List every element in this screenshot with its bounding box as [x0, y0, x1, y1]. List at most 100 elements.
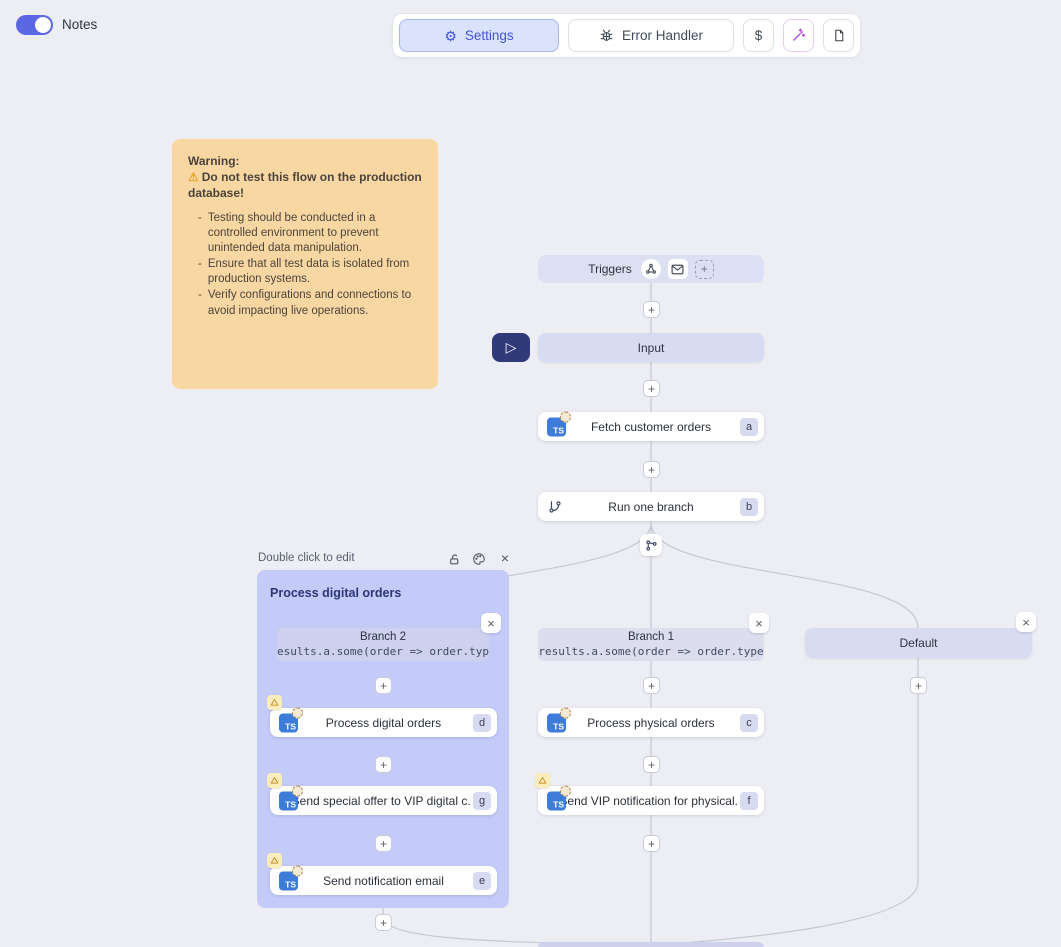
note-bullet-text: Ensure that all test data is isolated fr… — [208, 257, 422, 287]
branch-name: Branch 1 — [628, 630, 674, 645]
note-alert-text: Do not test this flow on the production … — [188, 170, 422, 200]
node-send-special-offer[interactable]: TS Send special offer to VIP digital c..… — [270, 786, 497, 815]
node-input[interactable]: Input — [538, 333, 764, 362]
step-id-badge: g — [473, 792, 491, 810]
step-label: Process digital orders — [302, 708, 465, 737]
settings-button-label: Settings — [465, 28, 514, 43]
branch-expression: results.a.some(order => order.type — [538, 645, 763, 659]
insert-step-button[interactable]: + — [643, 461, 660, 478]
branch-expression: results.a.some(order => order.type — [277, 645, 489, 659]
insert-step-button[interactable]: + — [910, 677, 927, 694]
lock-icon[interactable] — [446, 551, 462, 567]
step-id-badge: e — [473, 872, 491, 890]
branch2-node[interactable]: Branch 2 results.a.some(order => order.t… — [277, 628, 489, 661]
bullet-marker: - — [198, 211, 202, 257]
flow-toolbar: ⚙ Settings Error Handler $ — [392, 13, 861, 58]
step-id-badge: f — [740, 792, 758, 810]
bullet-marker: - — [198, 257, 202, 287]
step-id-badge: a — [740, 418, 758, 436]
node-fetch-customer-orders[interactable]: TS Fetch customer orders a — [538, 412, 764, 441]
close-group-icon[interactable]: × — [497, 550, 513, 566]
branch-split-icon[interactable] — [640, 534, 662, 556]
webhook-icon[interactable] — [641, 259, 661, 279]
step-label: Send special offer to VIP digital c... — [298, 786, 471, 815]
node-process-digital-orders[interactable]: TS Process digital orders d — [270, 708, 497, 737]
insert-step-button[interactable]: + — [643, 301, 660, 318]
add-trigger-button[interactable]: + — [695, 260, 714, 279]
typescript-icon: TS — [279, 791, 298, 810]
error-handler-button[interactable]: Error Handler — [568, 19, 734, 52]
node-send-notification-email[interactable]: TS Send notification email e — [270, 866, 497, 895]
group-title: Process digital orders — [270, 586, 401, 600]
branch-name: Branch 2 — [360, 630, 406, 645]
bug-icon — [599, 28, 614, 43]
typescript-icon: TS — [547, 791, 566, 810]
warning-badge — [267, 853, 282, 868]
delete-branch2-button[interactable]: × — [481, 613, 501, 633]
settings-button[interactable]: ⚙ Settings — [399, 19, 559, 52]
insert-step-button[interactable]: + — [643, 835, 660, 852]
triggers-bar[interactable]: Triggers + — [538, 255, 764, 283]
default-branch-node[interactable]: Default — [805, 628, 1032, 658]
branch1-node[interactable]: Branch 1 results.a.some(order => order.t… — [538, 628, 764, 661]
palette-icon[interactable] — [471, 551, 487, 567]
bullet-marker: - — [198, 288, 202, 318]
note-bullet-text: Verify configurations and connections to… — [208, 288, 422, 318]
step-id-badge: b — [740, 498, 758, 516]
group-edit-hint: Double click to edit — [258, 552, 355, 564]
document-button[interactable] — [823, 19, 854, 52]
insert-step-button[interactable]: + — [643, 756, 660, 773]
step-label: Fetch customer orders — [570, 412, 732, 441]
typescript-icon: TS — [279, 871, 298, 890]
node-send-vip-notification[interactable]: TS Send VIP notification for physical...… — [538, 786, 764, 815]
warning-badge — [267, 695, 282, 710]
triggers-label: Triggers — [588, 262, 632, 276]
notes-toggle-label: Notes — [62, 15, 97, 35]
insert-step-button[interactable]: + — [375, 677, 392, 694]
error-handler-button-label: Error Handler — [622, 28, 703, 43]
note-bullet: - Testing should be conducted in a contr… — [198, 211, 422, 257]
play-icon: ▷ — [506, 339, 517, 356]
node-process-physical-orders[interactable]: TS Process physical orders c — [538, 708, 764, 737]
typescript-icon: TS — [547, 417, 566, 436]
typescript-icon: TS — [279, 713, 298, 732]
warning-badge — [267, 773, 282, 788]
note-bullet: - Ensure that all test data is isolated … — [198, 257, 422, 287]
notes-toggle[interactable] — [16, 15, 53, 35]
step-label: Run one branch — [570, 492, 732, 521]
gear-icon: ⚙ — [444, 29, 457, 43]
dollar-button[interactable]: $ — [743, 19, 774, 52]
step-label: Process physical orders — [570, 708, 732, 737]
insert-step-button[interactable]: + — [643, 677, 660, 694]
warning-note-card[interactable]: Warning: ⚠Do not test this flow on the p… — [172, 139, 438, 389]
warning-icon: ⚠ — [188, 170, 199, 184]
ai-wand-button[interactable] — [783, 19, 814, 52]
delete-branch1-button[interactable]: × — [749, 613, 769, 633]
node-run-one-branch[interactable]: Run one branch b — [538, 492, 764, 521]
delete-default-branch-button[interactable]: × — [1016, 612, 1036, 632]
step-id-badge: d — [473, 714, 491, 732]
test-flow-button[interactable]: ▷ — [492, 333, 530, 362]
note-title: Warning: — [188, 153, 422, 169]
email-trigger-icon[interactable] — [668, 259, 688, 279]
insert-step-button[interactable]: + — [643, 380, 660, 397]
step-id-badge: c — [740, 714, 758, 732]
note-bullet: - Verify configurations and connections … — [198, 288, 422, 318]
magic-wand-icon — [791, 28, 806, 43]
typescript-icon: TS — [547, 713, 566, 732]
insert-step-button[interactable]: + — [375, 835, 392, 852]
input-node-label: Input — [638, 341, 665, 355]
warning-badge — [535, 773, 550, 788]
git-branch-icon — [548, 500, 562, 514]
branch-name: Default — [899, 636, 937, 650]
step-label: Send notification email — [302, 866, 465, 895]
group-process-digital-orders[interactable] — [257, 570, 509, 908]
step-label: Send VIP notification for physical... — [566, 786, 738, 815]
toggle-knob — [35, 17, 51, 33]
insert-step-button[interactable]: + — [375, 914, 392, 931]
insert-step-button[interactable]: + — [375, 756, 392, 773]
merge-node[interactable] — [538, 942, 764, 947]
note-bullet-text: Testing should be conducted in a control… — [208, 211, 422, 257]
